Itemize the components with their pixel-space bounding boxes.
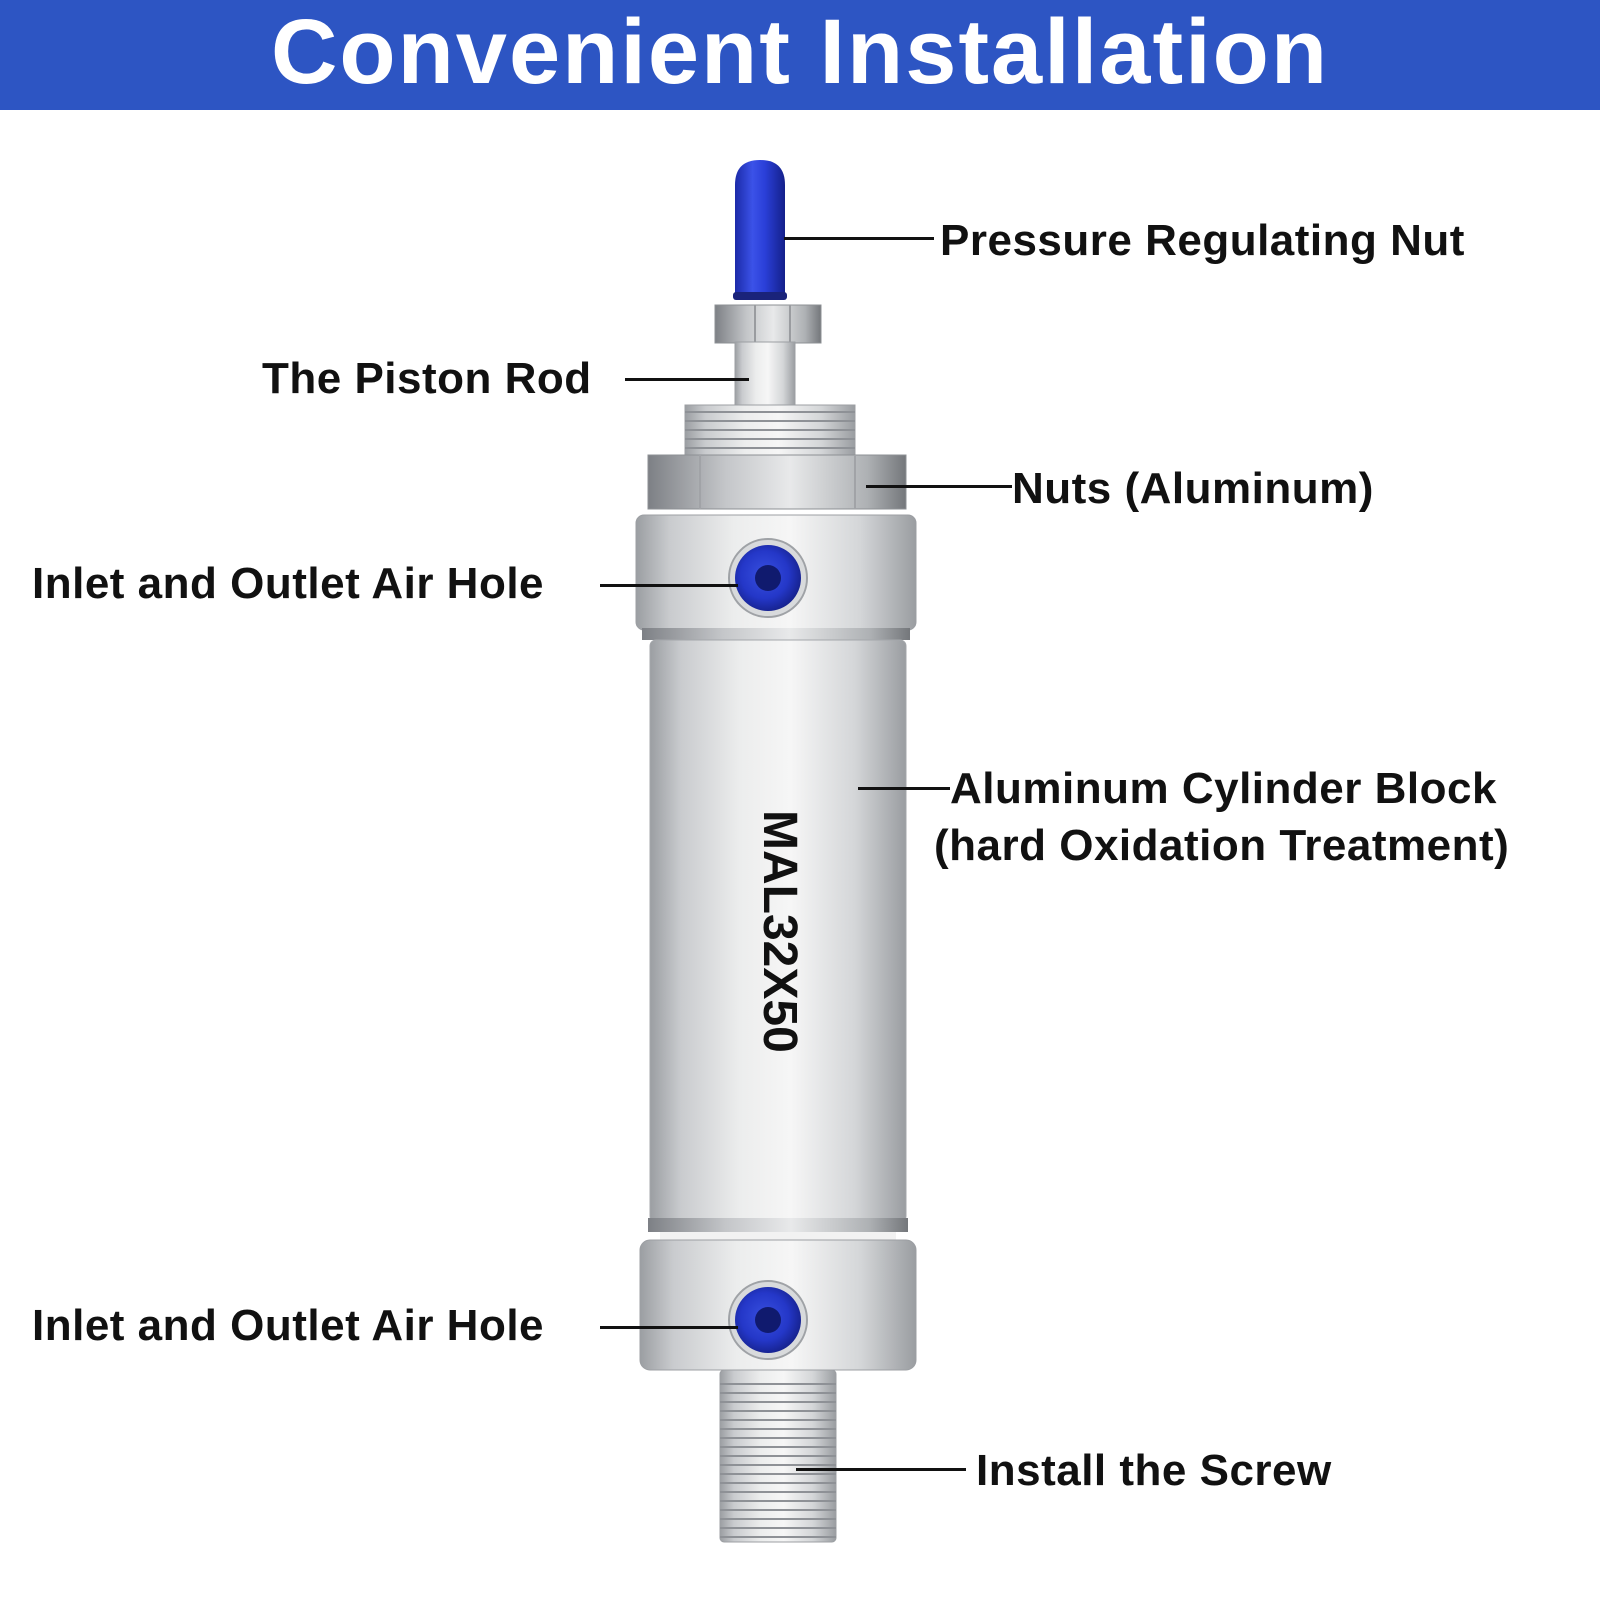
- label-air-hole-top: Inlet and Outlet Air Hole: [32, 559, 545, 608]
- top-air-port: [728, 538, 808, 618]
- threaded-neck: [684, 404, 856, 456]
- label-air-hole-bottom: Inlet and Outlet Air Hole: [32, 1301, 545, 1350]
- leader-screw: [796, 1468, 966, 1471]
- label-cylinder-block: Aluminum Cylinder Block (hard Oxidation …: [934, 760, 1509, 874]
- page-title: Convenient Installation: [270, 1, 1330, 103]
- label-nuts: Nuts (Aluminum): [1012, 464, 1374, 513]
- bottom-air-port: [728, 1280, 808, 1360]
- pressure-regulating-nut: [733, 160, 787, 300]
- label-screw: Install the Screw: [976, 1446, 1332, 1495]
- leader-cylinder-block: [858, 787, 950, 790]
- mounting-screw: [719, 1369, 837, 1543]
- bottom-ring: [648, 1218, 908, 1240]
- label-cylinder-block-line2: (hard Oxidation Treatment): [934, 821, 1510, 871]
- label-cylinder-block-line1: Aluminum Cylinder Block: [950, 764, 1497, 813]
- model-number: MAL32X50: [753, 810, 806, 1053]
- header-banner: Convenient Installation: [0, 0, 1600, 110]
- piston-rod: [734, 341, 796, 409]
- leader-piston-rod: [625, 378, 749, 381]
- aluminum-hex-nut: [647, 454, 907, 510]
- small-hex-nut: [714, 304, 822, 344]
- leader-nuts: [866, 485, 1012, 488]
- leader-air-hole-bottom: [600, 1326, 738, 1329]
- label-pressure-nut: Pressure Regulating Nut: [940, 216, 1465, 265]
- label-piston-rod: The Piston Rod: [262, 354, 592, 403]
- leader-air-hole-top: [600, 584, 738, 587]
- leader-pressure-nut: [784, 237, 934, 240]
